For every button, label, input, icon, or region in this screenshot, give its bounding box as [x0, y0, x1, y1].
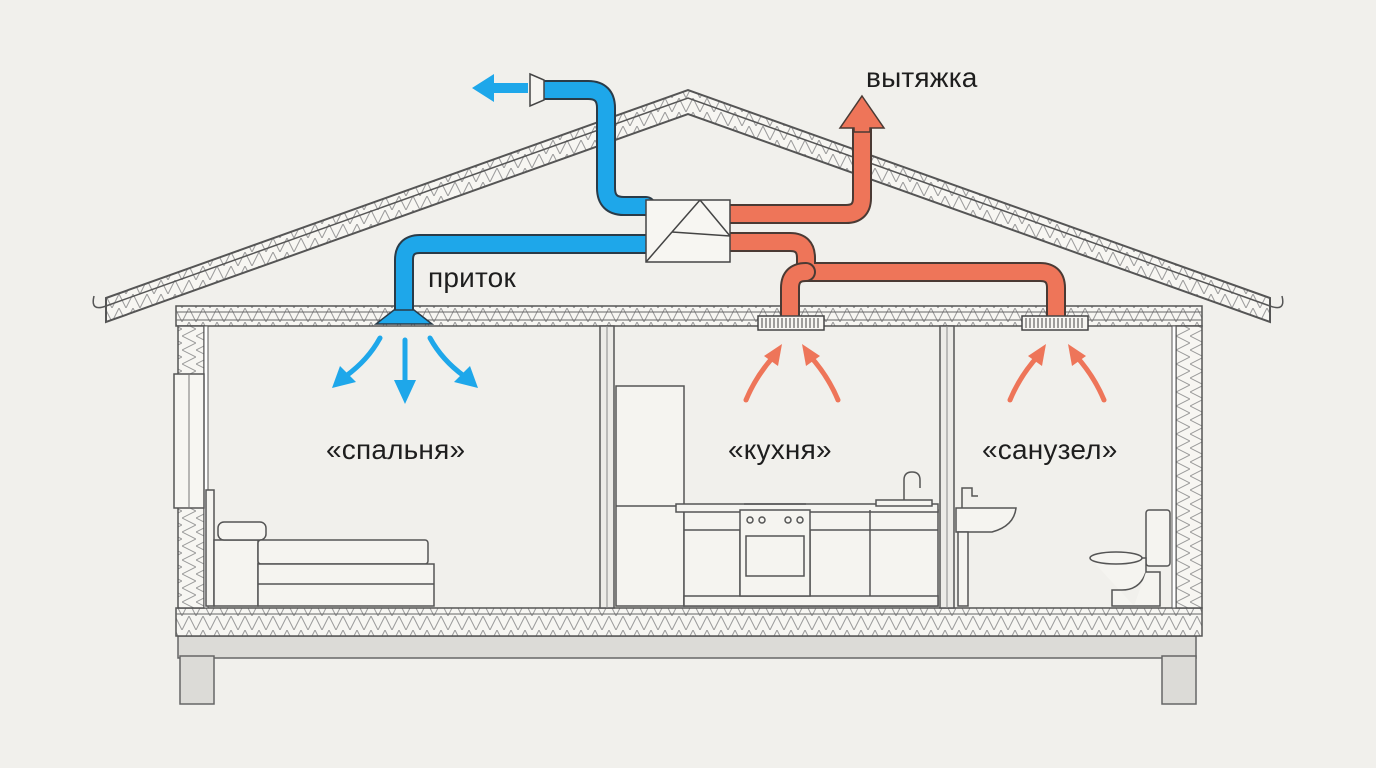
room-label-bathroom: «санузел»	[982, 434, 1118, 465]
kitchen-furniture	[615, 385, 939, 607]
sink-icon	[955, 487, 1017, 607]
heat-recovery-unit	[645, 199, 731, 263]
supply-duct	[394, 80, 656, 324]
bathroom-fixtures	[955, 487, 1171, 607]
exhaust-arrow-icon	[838, 94, 886, 133]
interior-walls	[599, 325, 955, 609]
exterior-walls	[173, 325, 1203, 609]
floor-slab	[175, 607, 1203, 637]
intake-hood	[529, 72, 545, 108]
supply-arrow-icon	[472, 74, 528, 102]
toilet-icon	[1089, 509, 1171, 607]
faucet-icon	[875, 471, 933, 507]
fridge-icon	[615, 385, 685, 607]
exhaust-airflow-arrows	[743, 353, 1107, 403]
exhaust-arrowheads	[764, 344, 1086, 366]
foundation	[177, 635, 1197, 705]
exhaust-duct	[720, 114, 1066, 330]
supply-label: приток	[428, 262, 516, 293]
room-label-kitchen: «кухня»	[728, 434, 832, 465]
supply-arrowheads	[332, 366, 478, 404]
roof	[92, 88, 1284, 324]
grille-slats	[761, 318, 1083, 328]
stove-icon	[739, 503, 811, 597]
bed-icon	[205, 489, 435, 607]
exhaust-label: вытяжка	[866, 62, 978, 93]
room-label-bedroom: «спальня»	[326, 434, 466, 465]
supply-diffuser-icon	[373, 309, 435, 325]
supply-airflow-arrows	[343, 335, 467, 389]
